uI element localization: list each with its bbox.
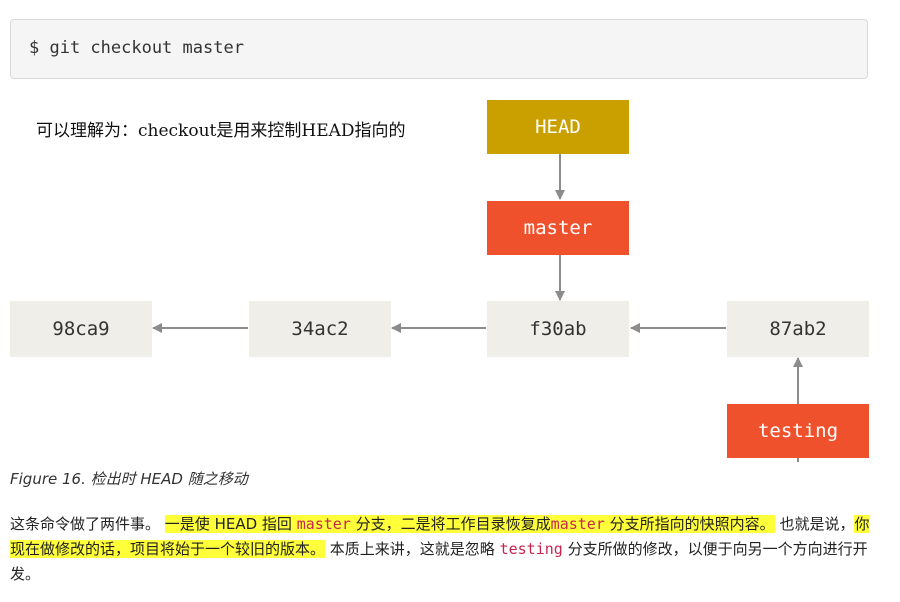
commit-f30ab: f30ab [487,301,629,357]
commit-98ca9: 98ca9 [10,301,152,357]
inline-code: master [296,515,351,533]
para-text: 这条命令做了两件事。 [10,515,161,533]
figure-caption: Figure 16. 检出时 HEAD 随之移动 [10,470,248,488]
branch-master: master [487,201,629,255]
inline-code: master [550,515,605,533]
code-command: $ git checkout master [29,38,244,58]
body-paragraph: 这条命令做了两件事。 一是使 HEAD 指回 master 分支，二是将工作目录… [10,512,872,587]
para-text: 一是使 HEAD 指回 [164,515,292,533]
annotation-note: 可以理解为：checkout是用来控制HEAD指向的 [36,121,406,141]
code-block: $ git checkout master [10,19,868,79]
para-text: 本质上来讲，这就是忽略 [329,540,495,558]
inline-code: testing [499,540,563,558]
para-text: 分支，二是将工作目录恢复成 [355,515,551,533]
commit-87ab2: 87ab2 [727,301,869,357]
para-text: 也就是说， [779,515,855,533]
branch-testing: testing [727,404,869,458]
commit-34ac2: 34ac2 [249,301,391,357]
para-highlight: 一是使 HEAD 指回 master 分支，二是将工作目录恢复成master 分… [164,515,775,533]
para-text: 分支所做的修改，以便于向另一个方向进行开发。 [10,540,868,583]
head-pointer: HEAD [487,100,629,154]
para-text: 分支所指向的快照内容。 [609,515,775,533]
